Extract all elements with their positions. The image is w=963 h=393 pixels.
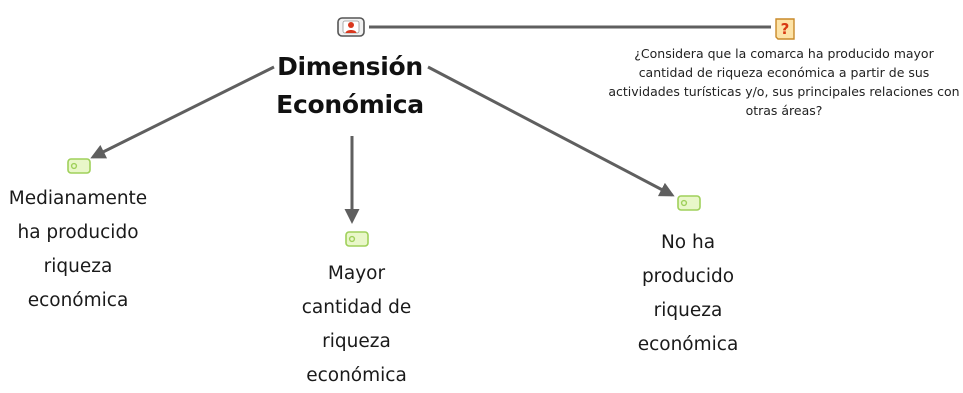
arrow-to-answer-right — [427, 65, 675, 197]
root-node-title[interactable]: Dimensión Económica — [262, 48, 438, 124]
answer-line: riqueza — [322, 331, 391, 352]
answer-node-no-ha-producido[interactable]: No ha producido riqueza económica — [612, 226, 764, 362]
tag-icon[interactable] — [67, 158, 91, 178]
arrow-to-answer-left — [90, 65, 275, 159]
answer-line: económica — [306, 365, 407, 386]
answer-line: Medianamente — [8, 188, 148, 209]
question-line: ¿Considera que la comarca ha producido m… — [634, 46, 934, 61]
answer-line: económica — [27, 290, 129, 311]
answer-node-mayor-cantidad[interactable]: Mayor cantidad de riqueza económica — [283, 257, 430, 393]
question-node-text[interactable]: ¿Considera que la comarca ha producido m… — [600, 44, 963, 120]
tag-icon[interactable] — [677, 195, 701, 215]
question-line: actividades turísticas y/o, sus principa… — [608, 84, 960, 99]
question-icon[interactable]: ? — [774, 17, 796, 45]
root-title-line: Económica — [276, 90, 424, 119]
answer-line: Mayor — [327, 263, 386, 284]
person-card-icon[interactable] — [337, 17, 365, 41]
edges-layer — [90, 25, 771, 224]
tag-icon[interactable] — [345, 231, 369, 251]
answer-line: riqueza — [43, 256, 113, 277]
answer-line: riqueza — [653, 300, 723, 321]
question-line: cantidad de riqueza económica a partir d… — [638, 65, 930, 80]
question-line: otras áreas? — [745, 103, 823, 118]
answer-line: cantidad de — [301, 297, 412, 318]
svg-text:?: ? — [781, 20, 790, 38]
answer-line: producido — [641, 266, 735, 287]
root-title-line: Dimensión — [277, 52, 423, 81]
answer-node-medianamente[interactable]: Medianamente ha producido riqueza económ… — [2, 182, 154, 318]
answer-line: económica — [637, 334, 739, 355]
answer-line: No ha — [660, 232, 716, 253]
answer-line: ha producido — [17, 222, 139, 243]
